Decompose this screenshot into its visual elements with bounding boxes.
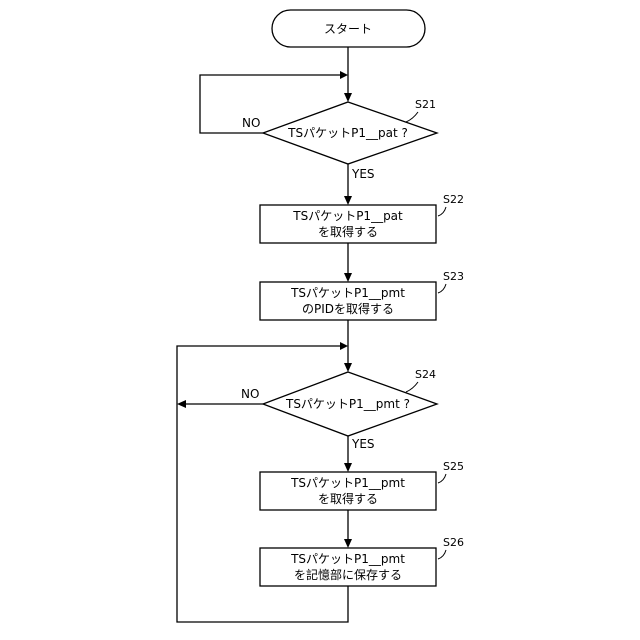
s23-entry-arrowhead <box>344 273 352 282</box>
s21-yes-label: YES <box>351 167 375 181</box>
s24-yes-label: YES <box>351 437 375 451</box>
s24-no-label: NO <box>241 387 259 401</box>
s26-loop-arrowhead <box>340 342 348 350</box>
s24-decision-label: TSパケットP1__pmt ? <box>285 397 410 411</box>
s22-entry-arrowhead <box>344 196 352 205</box>
s21-step-label: S21 <box>415 98 436 111</box>
s23-step-label: S23 <box>443 270 464 283</box>
s26-entry-arrowhead <box>344 539 352 548</box>
s21-no-label: NO <box>242 116 260 130</box>
s21-decision-label: TSパケットP1__pat ? <box>287 126 408 140</box>
s21-entry-arrowhead <box>344 93 352 102</box>
s25-leader-line <box>438 474 446 483</box>
s26-line2: を記憶部に保存する <box>294 567 402 582</box>
s22-line1: TSパケットP1__pat <box>292 209 403 223</box>
s22-step-label: S22 <box>443 193 464 206</box>
s26-step-label: S26 <box>443 536 464 549</box>
s26-line1: TSパケットP1__pmt <box>290 552 405 566</box>
s24-no-arrowhead <box>177 400 186 408</box>
s25-line2: を取得する <box>318 491 378 506</box>
s24-entry-arrowhead <box>344 363 352 372</box>
s23-leader-line <box>438 284 446 293</box>
start-label: スタート <box>324 22 372 36</box>
s25-step-label: S25 <box>443 460 464 473</box>
s23-line2: のPIDを取得する <box>302 301 394 316</box>
s25-entry-arrowhead <box>344 463 352 472</box>
s26-leader-line <box>438 550 446 559</box>
s23-line1: TSパケットP1__pmt <box>290 286 405 300</box>
s24-leader-line <box>406 382 418 392</box>
s22-leader-line <box>438 207 446 216</box>
s22-line2: を取得する <box>318 224 378 239</box>
s25-line1: TSパケットP1__pmt <box>290 476 405 490</box>
s21-leader-line <box>406 112 418 122</box>
s21-loop-arrowhead <box>340 71 348 79</box>
s24-step-label: S24 <box>415 368 436 381</box>
